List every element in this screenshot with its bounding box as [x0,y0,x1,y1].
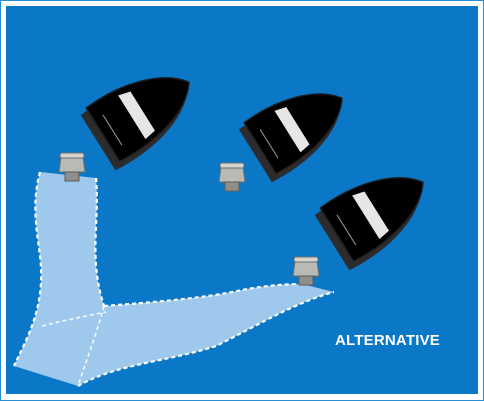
outboard-motor-center [219,163,245,191]
red-boat-right [313,154,443,271]
outboard-motor-right [293,257,319,285]
red-boat-top-left [79,54,209,171]
alternative-label: ALTERNATIVE [335,332,440,349]
yellow-boat-center [237,71,360,182]
water-background: ALTERNATIVE [6,6,478,394]
wake-trail [14,172,334,386]
